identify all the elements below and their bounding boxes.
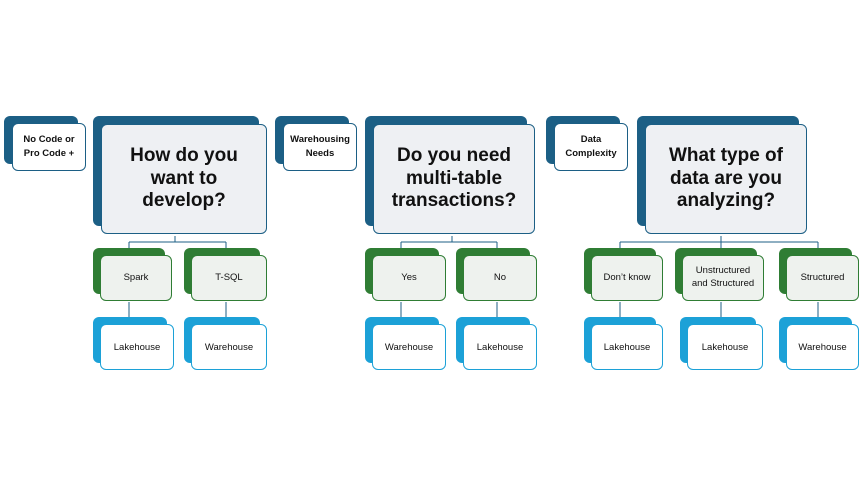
tree-3-question-text: What type of data are you analyzing? xyxy=(669,144,783,212)
tree-1-question-text: How do you want to develop? xyxy=(130,144,238,212)
tree-3-result-2: Lakehouse xyxy=(680,317,764,371)
tree-1-result-1-label: Lakehouse xyxy=(113,341,161,353)
tree-1-category-label: No Code or Pro Code + xyxy=(23,133,75,159)
tree-1-option-2: T-SQL xyxy=(184,248,268,302)
tree-2-result-1: Warehouse xyxy=(365,317,447,371)
tree-2-question: Do you need multi-table transactions? xyxy=(365,116,537,236)
tree-1-result-2-label: Warehouse xyxy=(204,341,254,353)
tree-1-option-1: Spark xyxy=(93,248,173,302)
tree-3-result-1-label: Lakehouse xyxy=(603,341,651,353)
tree-3-option-3: Structured xyxy=(779,248,860,302)
tree-3-result-1: Lakehouse xyxy=(584,317,664,371)
tree-2-category: Warehousing Needs xyxy=(275,116,357,172)
tree-3-result-3-label: Warehouse xyxy=(798,341,847,353)
tree-1-question: How do you want to develop? xyxy=(93,116,269,236)
tree-3-option-1: Don’t know xyxy=(584,248,664,302)
tree-2-option-1-label: Yes xyxy=(401,271,417,283)
tree-1-option-2-label: T-SQL xyxy=(215,271,243,283)
tree-2-option-2-label: No xyxy=(493,271,507,283)
tree-3-result-3: Warehouse xyxy=(779,317,860,371)
tree-1-result-1: Lakehouse xyxy=(93,317,175,371)
tree-3-category-label: Data Complexity xyxy=(565,133,617,159)
tree-3-category: Data Complexity xyxy=(546,116,628,172)
tree-3-option-1-label: Don’t know xyxy=(603,271,651,283)
tree-3-option-2-label: Unstructured and Structured xyxy=(691,265,755,289)
tree-3-result-2-label: Lakehouse xyxy=(701,341,749,353)
tree-2-question-text: Do you need multi-table transactions? xyxy=(391,144,517,212)
tree-2-result-2: Lakehouse xyxy=(456,317,538,371)
tree-2-result-2-label: Lakehouse xyxy=(476,341,524,353)
tree-2-result-1-label: Warehouse xyxy=(384,341,434,353)
tree-3-option-3-label: Structured xyxy=(800,271,845,283)
tree-2-option-1: Yes xyxy=(365,248,447,302)
tree-2-category-label: Warehousing Needs xyxy=(290,133,350,159)
tree-3-question: What type of data are you analyzing? xyxy=(637,116,809,236)
tree-1-category: No Code or Pro Code + xyxy=(4,116,86,172)
tree-1-option-1-label: Spark xyxy=(123,271,149,283)
tree-1-result-2: Warehouse xyxy=(184,317,268,371)
tree-3-option-2: Unstructured and Structured xyxy=(675,248,765,302)
tree-2-option-2: No xyxy=(456,248,538,302)
